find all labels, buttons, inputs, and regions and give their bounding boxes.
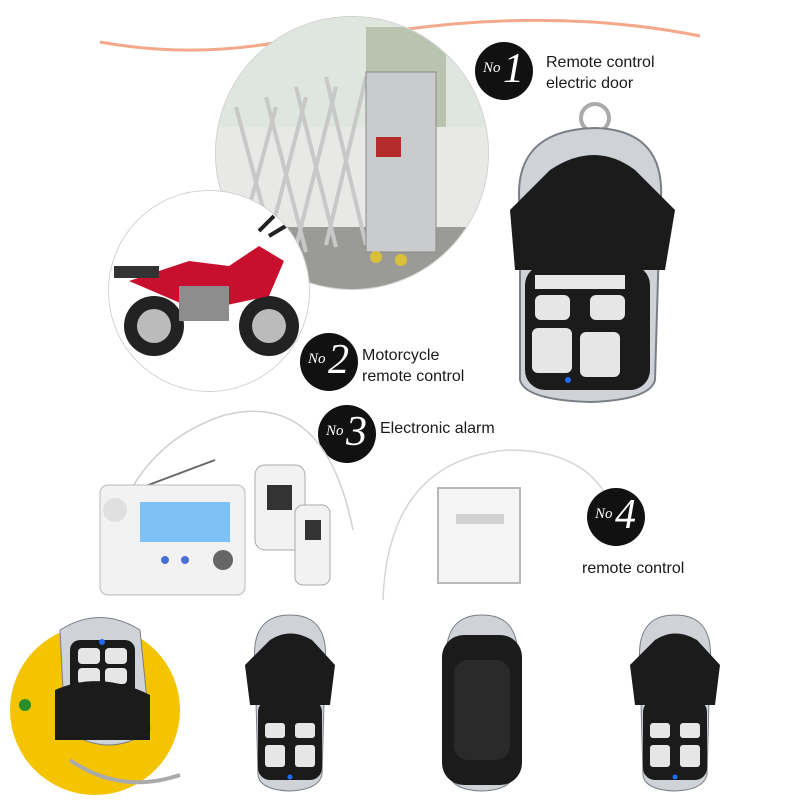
remote-control-large — [510, 102, 675, 404]
caption-4: remote control — [582, 560, 685, 577]
caption-3: Electronic alarm — [380, 420, 495, 437]
gate-photo — [215, 16, 489, 290]
remote-control-back — [442, 614, 522, 792]
alarm-panel-photo — [95, 410, 355, 610]
remote-control-side — [630, 614, 720, 792]
remote-control-front — [245, 614, 335, 792]
helmet-photo — [10, 617, 181, 795]
wall-switch-photo — [378, 440, 618, 610]
motorcycle-photo — [108, 190, 310, 392]
